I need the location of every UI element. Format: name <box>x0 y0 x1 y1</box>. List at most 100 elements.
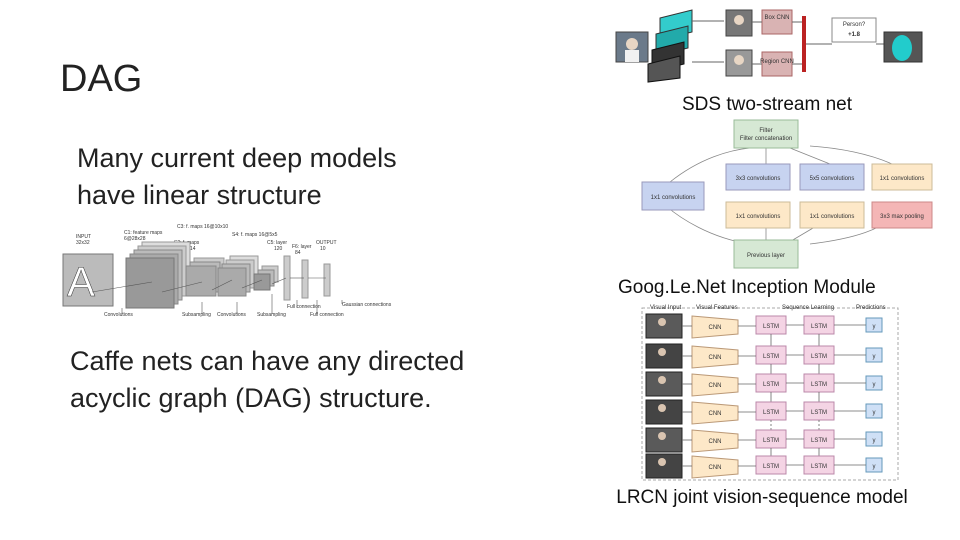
lenet-c1-size: 6@28x28 <box>124 236 146 242</box>
lenet-c3-label: C3: f. maps 16@10x10 <box>177 224 228 230</box>
inception-concat-label: Filter concatenation <box>740 136 792 142</box>
lrcn-lstm1-label: LSTM <box>763 354 779 360</box>
lrcn-lstm1-label: LSTM <box>763 464 779 470</box>
inception-3x3-label: 3x3 convolutions <box>736 176 781 182</box>
svg-text:A: A <box>67 258 95 305</box>
lrcn-visual-input: Visual Input <box>650 305 682 311</box>
lrcn-sequence-learning: Sequence Learning <box>782 305 834 311</box>
sds-diagram: Box CNN Region CNN Person? +1.8 <box>615 9 923 83</box>
lenet-conv2-label: Convolutions <box>217 312 246 318</box>
lenet-full-label: Full connection <box>287 304 321 310</box>
lrcn-cnn-label: CNN <box>709 325 722 331</box>
lrcn-prediction-label: y <box>873 438 876 444</box>
inception-5x5 <box>799 163 865 191</box>
inception-diagram: Filter Filter concatenation 3x3 convolut… <box>641 119 933 269</box>
lenet-s4-maps <box>253 265 279 291</box>
lrcn-visual-features: Visual Features <box>696 305 738 311</box>
lrcn-cnn-label: CNN <box>709 465 722 471</box>
lenet-f6-label: F6: layer <box>292 244 312 250</box>
lrcn-lstm1-label: LSTM <box>763 438 779 444</box>
inception-pool-label: 3x3 max pooling <box>880 214 924 220</box>
sds-region-cnn-label: Region CNN <box>760 59 794 65</box>
lrcn-frame-person <box>658 432 666 440</box>
sds-box-cnn <box>761 9 793 35</box>
inception-prev-label: Previous layer <box>747 253 785 259</box>
lrcn-frame-person <box>658 348 666 356</box>
inception-prev <box>733 239 799 269</box>
lenet-output-size: 10 <box>320 246 326 252</box>
inception-concat <box>733 119 799 149</box>
lrcn-caption: LRCN joint vision-sequence model <box>616 487 908 508</box>
lenet-c1-label: C1: feature maps <box>124 230 163 236</box>
lenet-output-layer <box>323 263 331 297</box>
lrcn-lstm1-label: LSTM <box>763 410 779 416</box>
lrcn-prediction-label: y <box>873 410 876 416</box>
googlenet-caption: Goog.Le.Net Inception Module <box>618 277 876 298</box>
inception-3x3 <box>725 163 791 191</box>
lenet-s4-label: S4: f. maps 16@5x5 <box>232 232 278 238</box>
inception-reduce-a-label: 1x1 convolutions <box>736 214 781 220</box>
lrcn-cnn-label: CNN <box>709 439 722 445</box>
lenet-f6-size: 84 <box>295 250 301 256</box>
lrcn-frame-person <box>658 318 666 326</box>
lenet-sub2-label: Subsampling <box>257 312 286 318</box>
lrcn-frame <box>645 343 683 369</box>
lrcn-diagram: Visual Input Visual Features Sequence Le… <box>641 305 899 481</box>
sds-concat-bar <box>802 16 806 72</box>
linear-structure-text: Many current deep models have linear str… <box>77 143 397 210</box>
lrcn-cnn-label: CNN <box>709 383 722 389</box>
lrcn-predictions: Predictions <box>856 305 886 311</box>
lenet-output-label: OUTPUT <box>316 240 337 246</box>
lrcn-prediction-label: y <box>873 324 876 330</box>
lenet-input-image <box>62 253 114 307</box>
lenet-full2-label: Full connection <box>310 312 344 318</box>
inception-5x5-label: 5x5 convolutions <box>810 176 855 182</box>
lenet-c5-layer <box>283 255 291 301</box>
lrcn-lstm2-label: LSTM <box>811 354 827 360</box>
lenet-gauss-label: Gaussian connections <box>342 302 392 308</box>
lrcn-cnn-label: CNN <box>709 411 722 417</box>
lrcn-cnn-block <box>691 373 739 397</box>
lenet-c5-size: 120 <box>274 246 283 252</box>
sds-box-image <box>725 9 753 37</box>
lrcn-frame <box>645 453 683 479</box>
lenet-c5-label: C5: layer <box>267 240 287 246</box>
inception-reduce-b <box>799 201 865 229</box>
slide-title: DAG <box>60 58 143 100</box>
inception-concat-label-1: Filter <box>759 128 772 134</box>
lenet-input-size: 32x32 <box>76 240 90 246</box>
inception-pool <box>871 201 933 229</box>
lenet-conv1-label: Convolutions <box>104 312 133 318</box>
inception-1x1-left <box>641 181 705 211</box>
lrcn-lstm2-label: LSTM <box>811 382 827 388</box>
sds-classifier <box>831 17 877 43</box>
sds-box-cnn-label: Box CNN <box>764 15 789 21</box>
lrcn-frame-person <box>658 458 666 466</box>
inception-1x1-left-label: 1x1 convolutions <box>651 195 696 201</box>
lrcn-prediction-label: y <box>873 382 876 388</box>
lrcn-frame <box>645 427 683 453</box>
lrcn-frame <box>645 371 683 397</box>
sds-question: Person? <box>843 22 866 28</box>
lrcn-lstm2-label: LSTM <box>811 464 827 470</box>
dag-structure-text: Caffe nets can have any directed acyclic… <box>70 346 465 413</box>
lrcn-frame <box>645 313 683 339</box>
inception-1x1-right <box>871 163 933 191</box>
lenet-diagram: INPUT 32x32 C1: feature maps 6@28x28 S2:… <box>62 224 392 318</box>
lenet-input-label: INPUT <box>76 234 91 240</box>
sds-caption: SDS two-stream net <box>682 94 852 115</box>
lrcn-cnn-block <box>691 429 739 453</box>
sds-score: +1.8 <box>848 32 861 38</box>
lrcn-cnn-block <box>691 345 739 369</box>
lenet-sub1-label: Subsampling <box>182 312 211 318</box>
lenet-f6-layer <box>301 259 309 299</box>
lrcn-prediction-label: y <box>873 464 876 470</box>
lrcn-frame-person <box>658 376 666 384</box>
inception-reduce-a <box>725 201 791 229</box>
sds-region-stack <box>647 9 693 83</box>
lrcn-cnn-block <box>691 401 739 425</box>
lrcn-frame-person <box>658 404 666 412</box>
lrcn-lstm2-label: LSTM <box>811 410 827 416</box>
lrcn-cnn-block <box>691 455 739 479</box>
inception-1x1-right-label: 1x1 convolutions <box>880 176 925 182</box>
